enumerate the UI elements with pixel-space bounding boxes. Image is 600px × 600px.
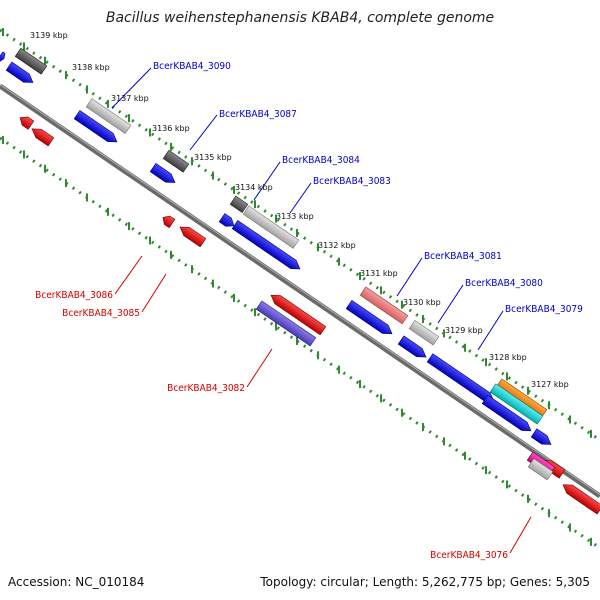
kbp-label: 3132 kbp xyxy=(318,241,356,250)
kbp-label: 3134 kbp xyxy=(235,183,273,192)
gene-label-3087[interactable]: BcerKBAB4_3087 xyxy=(219,109,297,120)
kbp-label: 3135 kbp xyxy=(194,153,232,162)
label-connector xyxy=(289,182,312,214)
gene-glyph[interactable] xyxy=(14,47,48,75)
gene-glyph[interactable] xyxy=(255,300,317,347)
gene-label-3082[interactable]: BcerKBAB4_3082 xyxy=(167,383,245,394)
label-connector xyxy=(246,348,273,388)
label-connector xyxy=(189,114,218,151)
gene-label-3081[interactable]: BcerKBAB4_3081 xyxy=(424,251,502,262)
genome-backbone-highlight xyxy=(0,84,600,495)
gene-glyph[interactable] xyxy=(85,98,132,135)
gene-glyph[interactable] xyxy=(162,149,190,173)
kbp-label: 3130 kbp xyxy=(403,298,441,307)
gene-glyph[interactable] xyxy=(345,299,395,338)
gene-glyph[interactable] xyxy=(489,383,544,425)
gene-glyph[interactable] xyxy=(397,335,429,361)
kbp-label: 3137 kbp xyxy=(111,94,149,103)
gene-glyph[interactable] xyxy=(149,163,178,186)
gene-label-3083[interactable]: BcerKBAB4_3083 xyxy=(313,176,391,187)
reverse-gene-labels: BcerKBAB4_3086 BcerKBAB4_3085 BcerKBAB4_… xyxy=(35,290,508,561)
gene-glyph[interactable] xyxy=(218,213,237,230)
gene-glyph[interactable] xyxy=(268,291,327,336)
label-connector xyxy=(141,273,167,313)
kbp-label: 3138 kbp xyxy=(72,63,110,72)
outer-dotted-ruler xyxy=(0,28,600,442)
label-connector xyxy=(114,255,143,295)
gene-glyph[interactable] xyxy=(527,458,554,481)
gene-glyph[interactable] xyxy=(29,125,55,147)
kbp-label: 3133 kbp xyxy=(276,212,314,221)
gene-glyph[interactable] xyxy=(560,481,600,515)
label-connectors xyxy=(111,67,532,554)
gene-glyph[interactable] xyxy=(0,51,7,63)
kbp-label: 3139 kbp xyxy=(30,31,68,40)
kbp-label: 3131 kbp xyxy=(360,269,398,278)
gene-glyph[interactable] xyxy=(160,213,176,229)
gene-glyph[interactable] xyxy=(530,428,554,449)
gene-label-3086[interactable]: BcerKBAB4_3086 xyxy=(35,290,113,301)
gene-label-3085[interactable]: BcerKBAB4_3085 xyxy=(62,308,140,319)
gene-label-3080[interactable]: BcerKBAB4_3080 xyxy=(465,278,543,289)
kbp-label: 3127 kbp xyxy=(531,380,569,389)
gene-glyph[interactable] xyxy=(242,205,300,249)
tick-marks xyxy=(2,28,592,546)
gene-glyph[interactable] xyxy=(408,319,440,346)
kbp-label: 3136 kbp xyxy=(152,124,190,133)
gene-glyph[interactable] xyxy=(229,195,249,213)
genome-backbone xyxy=(0,83,600,499)
gene-glyph[interactable] xyxy=(17,114,35,130)
gene-glyph[interactable] xyxy=(73,110,120,146)
kbp-label: 3128 kbp xyxy=(489,353,527,362)
gene-glyph[interactable] xyxy=(5,61,36,87)
inner-dotted-ruler xyxy=(0,136,600,550)
label-connector xyxy=(111,67,152,109)
label-connector xyxy=(253,161,281,201)
gene-label-3076[interactable]: BcerKBAB4_3076 xyxy=(430,550,508,561)
gene-features xyxy=(0,47,600,515)
gene-label-3090[interactable]: BcerKBAB4_3090 xyxy=(153,61,231,72)
gene-glyph[interactable] xyxy=(231,220,303,273)
label-connector xyxy=(509,516,532,554)
kbp-labels: 3139 kbp 3138 kbp 3137 kbp 3136 kbp 3135… xyxy=(30,31,569,389)
label-connector xyxy=(437,284,464,324)
gene-label-3079[interactable]: BcerKBAB4_3079 xyxy=(505,304,583,315)
accession-text: Accession: NC_010184 xyxy=(8,575,144,589)
forward-gene-labels: BcerKBAB4_3090 BcerKBAB4_3087 BcerKBAB4_… xyxy=(153,61,583,315)
label-connector xyxy=(396,257,423,297)
label-connector xyxy=(477,310,504,351)
gene-glyph[interactable] xyxy=(359,286,409,325)
gene-label-3084[interactable]: BcerKBAB4_3084 xyxy=(282,155,360,166)
gene-glyph[interactable] xyxy=(481,394,534,435)
map-title: Bacillus weihenstephanensis KBAB4, compl… xyxy=(106,10,494,26)
kbp-label: 3129 kbp xyxy=(445,326,483,335)
topology-text: Topology: circular; Length: 5,262,775 bp… xyxy=(259,575,590,589)
gene-glyph[interactable] xyxy=(177,223,207,248)
